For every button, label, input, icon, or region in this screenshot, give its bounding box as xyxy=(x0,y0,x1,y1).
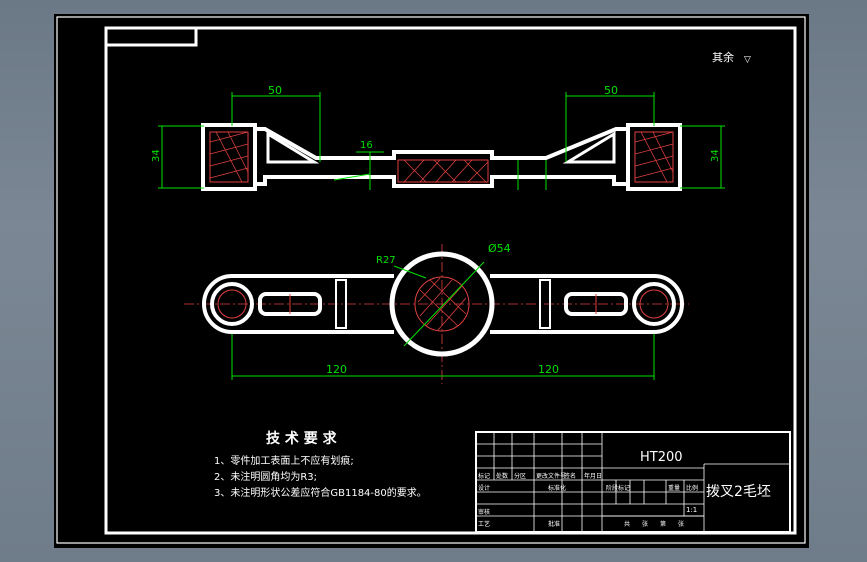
left-rib xyxy=(266,131,320,164)
right-rib xyxy=(562,131,616,164)
left-boss-hatch xyxy=(209,131,249,183)
dim-text-r27: R27 xyxy=(376,255,396,266)
top-view-upper-edge xyxy=(255,127,628,160)
tb-label: 标记 xyxy=(478,472,490,480)
top-view-lower-edge xyxy=(255,175,628,188)
dim-text-phi54: Ø54 xyxy=(488,242,511,255)
sheet-inner-border xyxy=(104,26,797,535)
left-cross-rib xyxy=(335,279,347,329)
right-end-arc xyxy=(653,274,684,334)
tb-label: 张 xyxy=(678,520,684,528)
tb-label: 设计 xyxy=(478,484,490,492)
tech-req-title: 技 术 要 求 xyxy=(266,430,338,447)
tb-label: 处数 xyxy=(496,472,508,480)
cad-drawing-canvas: 其余 ▽ xyxy=(54,14,809,548)
tb-label: 审核 xyxy=(478,508,490,516)
tb-label: 标准化 xyxy=(548,484,566,492)
scale-label: 1:1 xyxy=(686,506,697,514)
tb-label: 分区 xyxy=(514,472,526,480)
left-end-arc xyxy=(202,274,233,334)
tb-label: 签名 xyxy=(564,472,576,480)
part-name-label: 拨叉2毛坯 xyxy=(706,484,771,500)
dim-text-right-50: 50 xyxy=(604,84,618,97)
tb-label: 年月日 xyxy=(584,472,602,480)
front-view-arm-edges xyxy=(232,274,654,334)
title-block: HT200 拨叉2毛坯 1:1 标记 处数 分区 更改文件号 签名 年月日 设计… xyxy=(475,431,791,533)
right-cross-rib xyxy=(539,279,551,329)
top-view: 50 50 34 34 16 xyxy=(151,84,725,191)
left-end-hole xyxy=(210,282,254,326)
tb-label: 更改文件号 xyxy=(536,472,566,480)
drawing-number-box xyxy=(104,26,198,47)
dim-text-left-height: 34 xyxy=(151,149,162,162)
tb-label: 第 xyxy=(660,520,666,528)
dim-text-left-120: 120 xyxy=(326,363,347,376)
surface-note: 其余 xyxy=(712,50,734,64)
tb-label: 重量 xyxy=(668,484,680,492)
tech-req-item: 2、未注明圆角均为R3; xyxy=(214,470,317,483)
dim-text-left-50: 50 xyxy=(268,84,282,97)
right-boss-hatch xyxy=(634,131,674,183)
dim-text-right-height: 34 xyxy=(710,149,721,162)
right-end-hole xyxy=(632,282,676,326)
center-hub-inner xyxy=(414,276,470,332)
dim-text-right-120: 120 xyxy=(538,363,559,376)
tb-label: 共 xyxy=(624,520,630,528)
tb-label: 工艺 xyxy=(478,520,490,528)
center-hub-hatch xyxy=(397,159,489,183)
sheet-outer-border xyxy=(56,16,806,544)
tech-req-item: 1、零件加工表面上不应有划痕; xyxy=(214,454,354,467)
front-view: R27 Ø54 120 120 xyxy=(184,242,689,384)
title-block-frame xyxy=(475,431,791,533)
top-view-left-boss xyxy=(201,123,257,191)
tb-label: 比例 xyxy=(686,484,698,492)
material-label: HT200 xyxy=(640,450,683,465)
tb-label: 批准 xyxy=(548,520,560,528)
drawing-sheet: 其余 ▽ xyxy=(56,16,806,544)
dim-text-center-16: 16 xyxy=(360,140,373,151)
tb-label: 阶段标记 xyxy=(606,484,630,492)
technical-requirements: 技 术 要 求 1、零件加工表面上不应有划痕; 2、未注明圆角均为R3; 3、未… xyxy=(214,430,427,499)
tb-label: 张 xyxy=(642,520,648,528)
center-hub-outer xyxy=(389,251,495,357)
tech-req-item: 3、未注明形状公差应符合GB1184-80的要求。 xyxy=(214,486,427,499)
surface-roughness-icon: ▽ xyxy=(744,55,751,65)
